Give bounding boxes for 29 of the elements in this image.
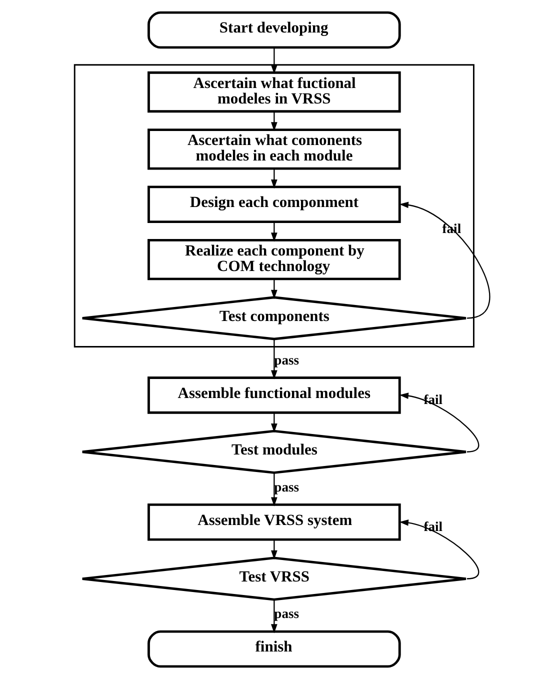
edge-label: pass	[274, 352, 299, 368]
edge-label: pass	[274, 479, 299, 494]
arrow	[270, 412, 277, 433]
node-box: Ascertain what fuctional modeles in VRSS	[147, 71, 400, 113]
arrow	[270, 540, 277, 560]
node-diamond: Test components	[80, 296, 467, 340]
edge-label: pass	[274, 606, 299, 622]
edge-label: fail	[423, 519, 442, 534]
node-box: Assemble VRSS system	[147, 503, 400, 541]
arrow	[398, 392, 479, 452]
node-diamond: Test VRSS	[80, 556, 467, 601]
arrow	[270, 279, 277, 299]
edge-label: fail	[423, 392, 442, 408]
arrow	[398, 520, 479, 580]
arrow	[270, 222, 277, 242]
arrow	[270, 600, 277, 634]
arrow	[270, 339, 277, 380]
node-diamond: Test modules	[80, 430, 467, 474]
arrow	[270, 48, 277, 74]
node-box: Realize each component by COM technology	[147, 239, 400, 280]
node-box: Design each componment	[147, 186, 400, 224]
arrow	[270, 472, 277, 506]
node-box: Start developing	[147, 11, 400, 49]
node-box: Assemble functional modules	[147, 376, 400, 414]
arrow	[270, 168, 277, 189]
arrow	[398, 202, 490, 319]
node-box: Ascertain what comonents modeles in each module	[147, 128, 400, 170]
node-box: finish	[147, 630, 400, 668]
arrow	[270, 112, 277, 132]
